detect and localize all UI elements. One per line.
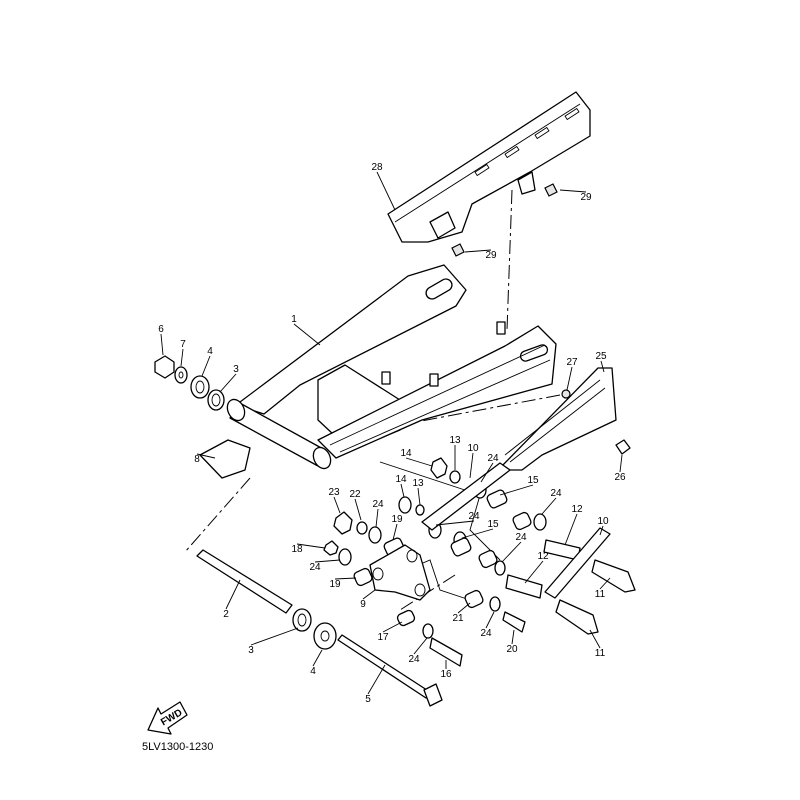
leader-line [559,189,587,193]
leader-line [511,629,515,645]
fwd-arrow-icon: FWD [147,701,188,735]
callout-15: 15 [487,519,499,530]
leader-line [293,323,321,346]
callout-20: 20 [506,644,518,655]
leader-line [405,457,433,467]
callout-21: 21 [452,613,464,624]
callout-14: 14 [395,474,407,485]
leader-line [469,452,474,479]
callout-3: 3 [248,645,254,656]
leader-line [376,171,396,211]
callout-22: 22 [349,489,361,500]
callout-10: 10 [467,443,479,454]
callout-11: 11 [595,648,606,659]
leader-line [219,373,237,393]
leader-line [566,366,573,391]
leader-line [417,487,421,506]
leader-line [367,664,386,695]
leader-line [435,520,475,526]
callout-13: 13 [449,435,461,446]
leader-line [400,483,405,498]
callout-24: 24 [515,532,527,543]
callout-6: 6 [158,324,164,335]
leader-line [334,577,357,580]
swingarm [226,264,557,470]
callout-25: 25 [595,351,607,362]
leader-line [485,611,495,629]
pivot-parts [154,355,631,479]
part-code: 5LV1300-1230 [142,741,213,753]
leader-line [524,560,544,584]
callout-12: 12 [537,551,549,562]
callout-26: 26 [614,472,626,483]
callout-19: 19 [391,514,403,525]
leader-line [619,454,623,473]
leader-line [541,497,557,515]
leader-line [201,355,211,377]
leader-line [461,528,494,539]
callout-19: 19 [329,579,341,590]
leader-line [314,559,341,563]
callout-14: 14 [400,448,412,459]
leader-line [354,498,362,521]
leader-line [413,637,428,655]
callout-7: 7 [180,339,186,350]
callout-15: 15 [527,475,539,486]
callout-23: 23 [328,487,340,498]
callout-29: 29 [580,192,592,203]
leader-line [499,484,534,496]
callout-28: 28 [371,162,383,173]
leader-line [382,621,403,633]
callout-2: 2 [223,609,229,620]
callout-13: 13 [412,478,424,489]
chain-guard [387,91,591,257]
leader-line [333,496,341,514]
leader-line [362,589,376,600]
callout-24: 24 [372,499,384,510]
leader-line [375,508,379,528]
callout-12: 12 [571,504,583,515]
leader-line [180,348,184,367]
callout-8: 8 [194,454,200,465]
leader-line [457,602,471,614]
callout-29: 29 [485,250,497,261]
callout-1: 1 [291,314,297,325]
callout-24: 24 [487,453,499,464]
callout-17: 17 [377,632,389,643]
leader-line [250,627,299,646]
leader-line [464,249,492,253]
callout-9: 9 [360,599,366,610]
callout-11: 11 [595,589,606,600]
callout-24: 24 [309,562,321,573]
callout-16: 16 [440,669,452,680]
leader-line [312,649,323,667]
leader-line [225,579,241,610]
callout-10: 10 [597,516,609,527]
leader-line [599,525,604,536]
leader-line [296,543,326,549]
leader-line [589,629,601,649]
leader-line [564,513,578,546]
callout-3: 3 [233,364,239,375]
callout-24: 24 [468,511,480,522]
callout-18: 18 [291,544,303,555]
callout-4: 4 [310,666,316,677]
callout-4: 4 [207,346,213,357]
leader-line [392,523,398,541]
callout-27: 27 [566,357,578,368]
callout-5: 5 [365,694,371,705]
leader-line [196,453,216,459]
callout-24: 24 [480,628,492,639]
leader-line [501,541,522,563]
leader-line [160,333,164,356]
leader-line [480,462,494,483]
callout-24: 24 [550,488,562,499]
leader-line [599,577,611,590]
leader-line [600,360,605,373]
linkage-parts [323,457,636,667]
callout-24: 24 [408,654,420,665]
